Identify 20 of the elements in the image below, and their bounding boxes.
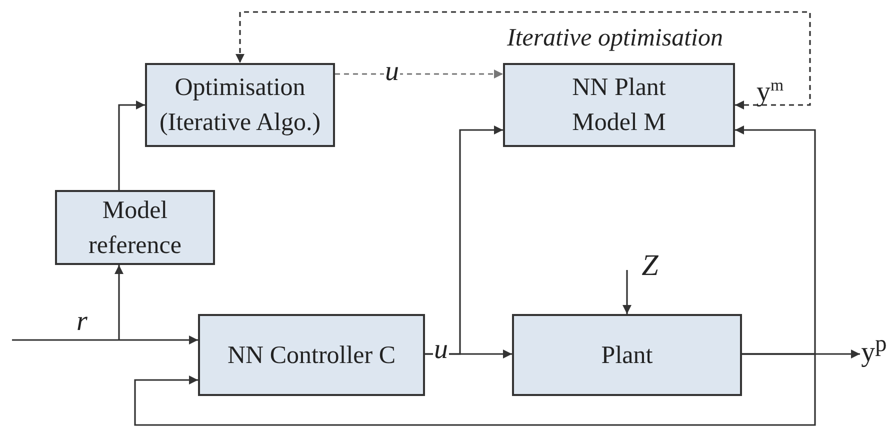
process-box	[503, 63, 735, 147]
arrow	[425, 126, 503, 355]
box-label: Plant	[600, 340, 654, 370]
arrow	[118, 100, 145, 190]
arrow	[134, 353, 816, 426]
process-box	[512, 314, 742, 396]
process-box	[55, 190, 215, 265]
box-label: NN Plant Model M	[571, 73, 667, 138]
arrow	[335, 70, 503, 78]
arrow	[114, 265, 124, 340]
box-label: NN Controller C	[226, 340, 397, 370]
box-label: Model reference	[88, 196, 182, 260]
process-box	[145, 63, 335, 147]
arrow	[735, 126, 816, 355]
signal-label: y$^{m}$	[756, 77, 784, 107]
arrow	[12, 336, 198, 344]
box-label: Optimisation (Iterative Algo.)	[158, 73, 322, 138]
process-box	[198, 314, 425, 396]
arrow	[622, 270, 632, 314]
arrow	[236, 11, 811, 110]
